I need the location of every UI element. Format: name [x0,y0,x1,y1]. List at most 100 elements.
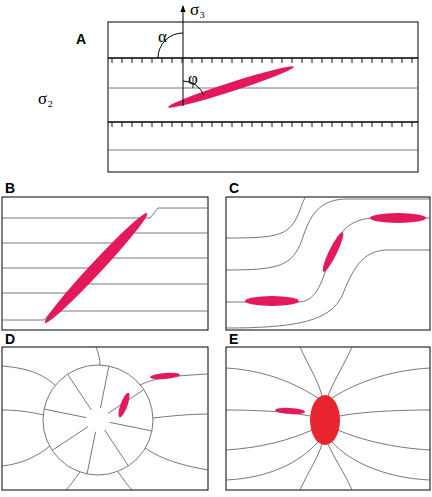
layer-line [118,472,132,490]
tick-mark [332,58,333,63]
vein [275,407,305,415]
layer-line [332,442,430,480]
radial-line [87,432,96,474]
layer-line [226,442,318,480]
stress-symbol: σ₃ [190,1,205,18]
tick-mark [212,122,213,127]
tick-mark [362,58,363,63]
tick-mark [372,122,373,127]
tick-mark [352,58,353,63]
layer-line [108,258,208,259]
radial-line [44,409,86,418]
hatched-layer [108,121,418,122]
layer-line [226,368,318,398]
tick-mark [192,122,193,127]
panel-frame [108,22,418,172]
layer-line [332,368,430,398]
panel-letter: B [5,181,15,195]
tick-mark [242,58,243,63]
layer-line [2,366,55,385]
tick-mark [152,58,153,63]
tick-mark [362,122,363,127]
layer-line [340,410,430,416]
layer-line [2,243,120,244]
tick-mark [302,58,303,63]
tick-mark [272,122,273,127]
tick-mark [242,122,243,127]
tick-mark [132,58,133,63]
panel-a [108,6,418,172]
vein [150,372,180,381]
tick-mark [342,122,343,127]
tick-marks [112,58,412,127]
tick-mark [142,122,143,127]
tick-mark [172,122,173,127]
layer-line [226,430,312,450]
layer-line [226,197,430,238]
layer-line [145,448,208,470]
tick-mark [132,122,133,127]
tick-mark [292,122,293,127]
tick-mark [112,122,113,127]
tick-mark [272,58,273,63]
tick-mark [152,122,153,127]
panel-letter: E [229,332,238,346]
tick-mark [312,58,313,63]
layer-line [338,430,430,450]
tick-mark [302,122,303,127]
tick-mark [232,58,233,63]
vein [320,230,346,273]
radial-line [110,422,152,431]
tick-mark [322,58,323,63]
layer-line [108,88,418,89]
panel-frame [2,197,208,330]
vein [40,209,151,327]
layer-line [84,284,208,285]
layer-line [2,268,98,269]
tick-mark [402,58,403,63]
tick-mark [162,122,163,127]
tick-mark [122,122,123,127]
tick-mark [352,122,353,127]
stress-axis [183,6,184,106]
layer-line [108,150,418,151]
layer-line [66,472,80,490]
layer-line [2,293,74,294]
tick-mark [402,122,403,127]
layer-line [153,414,208,418]
inclusion-circle [43,365,153,475]
panel-frame [226,197,430,330]
tick-mark [252,58,253,63]
layer-line [2,410,44,415]
tick-mark [382,122,383,127]
tick-mark [282,58,283,63]
tick-mark [182,58,183,63]
panel-letter: C [229,181,239,195]
panel-e [226,347,430,490]
layer-line [2,311,208,320]
tick-mark [142,58,143,63]
layer-line [226,218,430,302]
tick-mark [392,58,393,63]
tick-mark [212,58,213,63]
layer-line [2,446,50,466]
stress-symbol: σ₂ [38,90,53,107]
tick-mark [162,58,163,63]
layer-line [300,347,322,396]
inclusion [310,395,340,445]
tick-mark [312,122,313,127]
vein [167,63,295,112]
tick-mark [192,58,193,63]
angle-symbol: α [158,28,167,45]
angle-symbol: φ [188,70,198,87]
radial-line [105,430,129,466]
tick-mark [342,58,343,63]
tick-mark [262,122,263,127]
tick-mark [202,58,203,63]
tick-mark [372,58,373,63]
tick-mark [182,122,183,127]
tick-mark [292,58,293,63]
panel-letter: A [76,32,86,46]
tick-mark [122,58,123,63]
vein [370,213,426,223]
